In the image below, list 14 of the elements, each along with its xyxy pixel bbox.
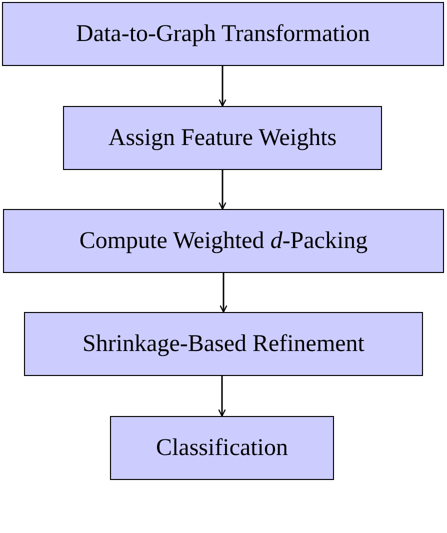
process-box xyxy=(2,2,444,66)
box-label: Classification xyxy=(156,434,288,462)
process-box xyxy=(3,209,444,273)
arrow xyxy=(218,170,226,210)
process-box xyxy=(24,312,423,376)
box-label: Assign Feature Weights xyxy=(108,124,337,152)
arrow xyxy=(218,376,226,417)
process-box xyxy=(63,106,382,170)
box-label: Shrinkage-Based Refinement xyxy=(82,330,364,358)
box-label: Compute Weighted d-Packing xyxy=(79,228,368,254)
box-label: Data-to-Graph Transformation xyxy=(76,20,370,48)
arrow xyxy=(218,66,226,107)
process-box xyxy=(110,416,334,480)
arrow xyxy=(220,273,228,313)
